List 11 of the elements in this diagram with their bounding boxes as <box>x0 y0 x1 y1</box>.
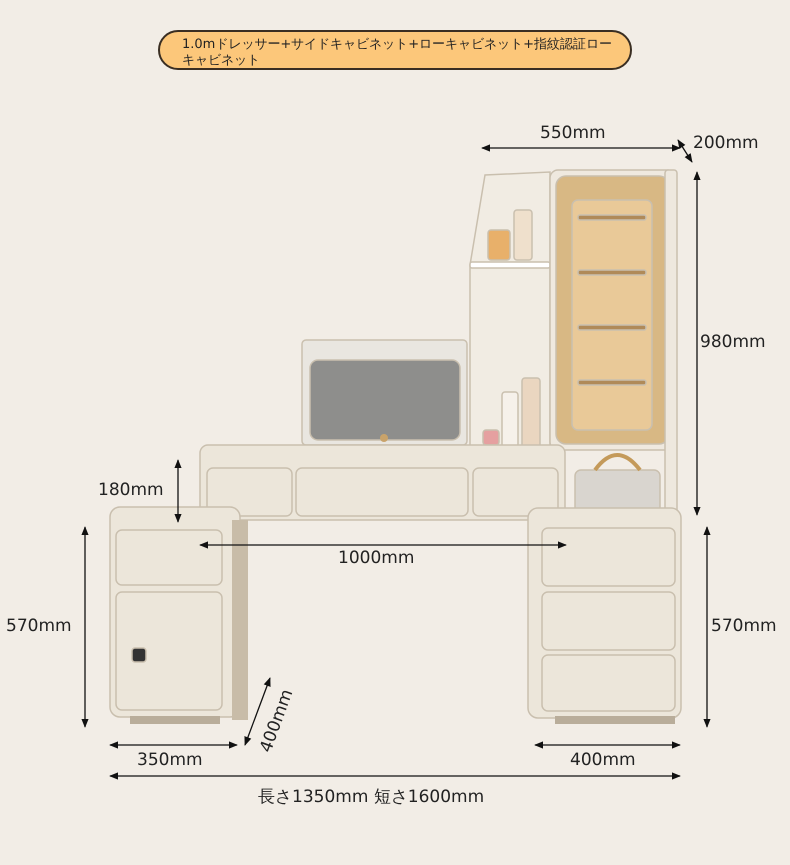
title-banner: 1.0mドレッサー+サイドキャビネット+ローキャビネット+指紋認証ローキャビネット <box>158 30 632 70</box>
dimension-label: 570mm <box>6 618 72 635</box>
dimension-label: 980mm <box>700 334 766 351</box>
dimension-label: 570mm <box>711 618 777 635</box>
dimension-label: 1000mm <box>338 550 414 567</box>
dimension-label: 200mm <box>693 135 759 152</box>
dimension-label: 550mm <box>540 125 606 142</box>
dimension-label: 長さ1350mm 短さ1600mm <box>258 789 484 806</box>
dimension-label: 350mm <box>137 752 203 769</box>
dimension-label: 180mm <box>98 482 164 499</box>
dimension-label: 400mm <box>570 752 636 769</box>
